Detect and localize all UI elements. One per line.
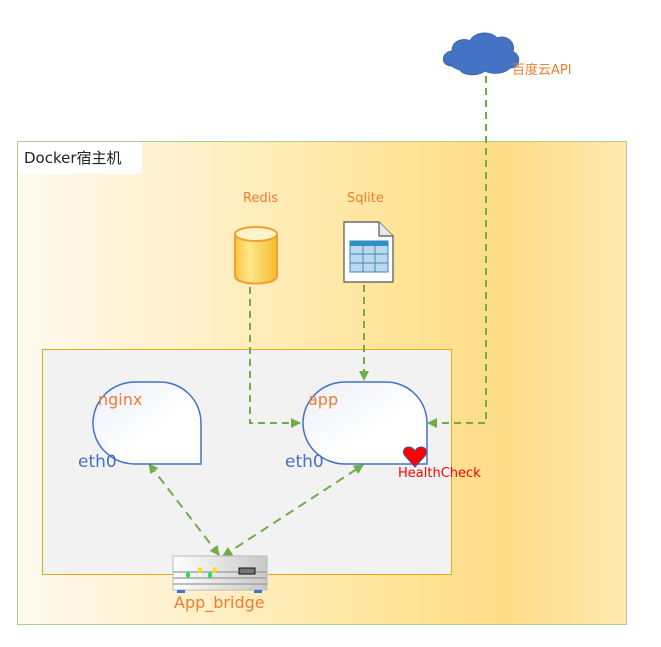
database-cylinder-icon (234, 226, 278, 285)
bridge-label: App_bridge (174, 593, 265, 612)
connector-bridge-to-app (222, 464, 364, 557)
healthcheck-label: HealthCheck (398, 466, 481, 481)
cloud-icon (442, 32, 520, 76)
app-container-name: app (308, 390, 339, 409)
spreadsheet-file-icon (343, 221, 394, 283)
external-api-label: 百度云API (512, 63, 572, 78)
connector-bridge-to-nginx (148, 463, 220, 556)
app-container-shape[interactable] (302, 381, 428, 465)
nginx-container-shape[interactable] (92, 381, 202, 465)
connector-redis-to-app (249, 287, 301, 428)
network-switch-icon (172, 555, 268, 593)
redis-label: Redis (243, 191, 279, 206)
nginx-interface-label: eth0 (78, 452, 117, 472)
sqlite-label: Sqlite (347, 191, 384, 206)
heart-icon (402, 446, 428, 468)
app-interface-label: eth0 (285, 452, 324, 472)
nginx-container-name: nginx (98, 390, 143, 409)
connector-cloud-to-app (427, 76, 487, 428)
docker-host-label: Docker宿主机 (18, 142, 142, 174)
